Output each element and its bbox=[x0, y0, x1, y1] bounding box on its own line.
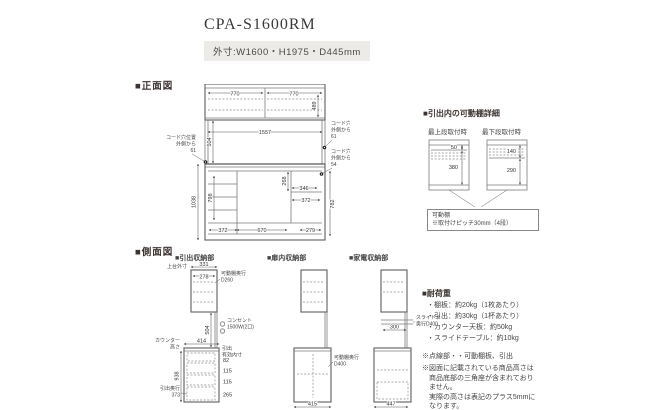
dim-shelf-bottom-below: 290 bbox=[507, 168, 516, 174]
side-views-drawing: 上台外寸 331 278 可動棚奥行 D260 504 コンセント 1500W(… bbox=[154, 262, 440, 408]
svg-text:61: 61 bbox=[331, 134, 337, 140]
dotted-line-note: ※点線部・・可動棚板、引出 bbox=[422, 353, 513, 360]
side-view-drawer-caption: ■引出収納部 bbox=[175, 255, 215, 262]
svg-text:61: 61 bbox=[190, 148, 196, 154]
dim-upper-depth: 331 bbox=[199, 262, 208, 268]
height-note: ※図面に記載されている商品高さは 商品底部の三角座が含まれており ません。 実際… bbox=[422, 365, 536, 410]
svg-text:373: 373 bbox=[172, 393, 181, 399]
shelf-detail-section-label: ■引出内の可動棚詳細 bbox=[423, 109, 500, 118]
dim-bottom-right: 279 bbox=[306, 228, 315, 234]
load-item: ・スライドテーブル：約10kg bbox=[427, 335, 519, 342]
dim-lower-inner-height: 798 bbox=[208, 193, 214, 202]
side-view-drawer: 上台外寸 331 278 可動棚奥行 D260 504 コンセント 1500W(… bbox=[154, 262, 255, 403]
front-view-drawing: 770 770 489 1557 504 コード穴位置 外側から 61 bbox=[165, 84, 350, 241]
svg-text:外側から: 外側から bbox=[331, 155, 350, 162]
dim-niche-height: 268 bbox=[282, 176, 288, 185]
svg-text:1500W(2口): 1500W(2口) bbox=[227, 325, 254, 331]
label-outlet-1: コンセント bbox=[227, 318, 252, 324]
dim-bottom-middle: 670 bbox=[257, 228, 266, 234]
svg-text:奥行D400: 奥行D400 bbox=[416, 321, 438, 328]
load-section-label: ■耐荷重 bbox=[422, 289, 451, 298]
dim-lower-height: 1038 bbox=[192, 196, 198, 208]
dim-niche-width: 346 bbox=[299, 186, 308, 192]
side-view-appliance: スライドテーブル 奥行D400 300 447 bbox=[373, 269, 440, 408]
svg-text:有効内寸: 有効内寸 bbox=[222, 352, 242, 359]
outlet-icon bbox=[219, 328, 226, 334]
load-item: ・カウンター天板：約50kg bbox=[427, 324, 513, 331]
product-title: CPA-S1600RM bbox=[204, 16, 316, 33]
dim-gap-height: 504 bbox=[207, 137, 213, 146]
dim-drawer-inner-3: 115 bbox=[223, 380, 232, 386]
dim-upper-inner-depth: 278 bbox=[199, 275, 208, 281]
cord-hole-note-right-top: コード穴位置 外側から 61 bbox=[322, 119, 350, 150]
cord-hole-note-left: コード穴位置 外側から 61 bbox=[165, 133, 208, 164]
outer-dimensions-badge: 外寸:W1600・H1975・D445mm bbox=[204, 41, 370, 61]
svg-text:高さ: 高さ bbox=[170, 344, 180, 351]
dim-opening-height: 489 bbox=[312, 101, 318, 110]
shelf-bottom-position-box bbox=[486, 139, 528, 191]
shelf-bottom-caption: 最下段取付時 bbox=[482, 129, 521, 136]
outlet-icon bbox=[219, 321, 226, 327]
dim-door-left: 770 bbox=[230, 91, 239, 97]
label-drawer-depth-1: 引出奥行 bbox=[160, 385, 180, 392]
load-item: ・棚板：約20kg（1枚あたり） bbox=[427, 302, 524, 309]
side-view-appliance-caption: ■家電収納部 bbox=[349, 255, 389, 262]
dim-inner-width: 1557 bbox=[259, 130, 271, 136]
label-slide-table: スライドテーブル bbox=[416, 314, 440, 321]
dim-niche-shelf-width: 372 bbox=[301, 198, 310, 204]
side-view-door-caption: ■扉内収納部 bbox=[267, 255, 307, 262]
label-shelf-depth-1: 可動棚奥行 bbox=[221, 270, 246, 277]
dim-drawer-inner-4: 265 bbox=[223, 393, 232, 399]
svg-text:コード穴位置: コード穴位置 bbox=[166, 134, 196, 141]
svg-text:D400: D400 bbox=[334, 362, 346, 368]
dim-right-height: 782 bbox=[330, 199, 336, 208]
side-view-door: 可動棚奥行 D400 415 bbox=[293, 269, 360, 408]
svg-text:D260: D260 bbox=[221, 278, 233, 284]
dim-door-right: 770 bbox=[289, 91, 298, 97]
shelf-pitch-note: 可動棚 ※取付けピッチ30mm（4段） bbox=[427, 209, 539, 231]
dim-drawer-inner-2: 115 bbox=[223, 369, 232, 375]
cord-hole-note-right-bottom: コード穴位置 外側から 54 bbox=[319, 147, 350, 176]
dim-drawer-inner-1: 82 bbox=[223, 358, 229, 364]
front-view-section-label: ■正面図 bbox=[135, 81, 174, 92]
front-side-posts bbox=[204, 120, 326, 164]
shelf-top-caption: 最上段取付時 bbox=[428, 129, 467, 136]
front-upper-cabinet bbox=[204, 84, 326, 121]
label-drawer-inner: 引出 bbox=[222, 345, 232, 352]
front-lower-cabinet bbox=[204, 163, 326, 241]
dim-appliance-bottom-depth: 447 bbox=[386, 402, 395, 408]
dim-bottom-left: 372 bbox=[218, 228, 227, 234]
dim-door-bottom-depth: 415 bbox=[308, 402, 317, 408]
dim-shelf-top-above: 50 bbox=[451, 145, 457, 151]
label-shelf-depth-2: 可動棚奥行 bbox=[334, 354, 359, 361]
svg-text:コード穴位置: コード穴位置 bbox=[331, 120, 350, 127]
dim-side-gap: 504 bbox=[205, 325, 211, 334]
dim-slide-width: 300 bbox=[390, 325, 399, 331]
label-counter-height-1: カウンター bbox=[155, 337, 180, 344]
dim-shelf-bottom-above: 140 bbox=[507, 149, 516, 155]
dim-counter-depth: 414 bbox=[197, 339, 206, 345]
load-items: ・棚板：約20kg（1枚あたり） ・引出：約30kg（1杯あたり） ・カウンター… bbox=[427, 300, 523, 344]
svg-text:外側から: 外側から bbox=[176, 141, 196, 148]
svg-text:コード穴位置: コード穴位置 bbox=[331, 148, 350, 155]
svg-text:54: 54 bbox=[331, 162, 337, 168]
dim-counter-height: 938 bbox=[175, 371, 181, 380]
svg-text:外側から: 外側から bbox=[331, 127, 350, 134]
label-upper-outer: 上台外寸 bbox=[167, 263, 187, 270]
side-view-section-label: ■側面図 bbox=[135, 247, 174, 258]
shelf-detail-drawing: 50 380 140 290 bbox=[428, 139, 528, 208]
dim-shelf-top-below: 380 bbox=[449, 165, 458, 171]
load-item: ・引出：約30kg（1杯あたり） bbox=[427, 313, 524, 320]
